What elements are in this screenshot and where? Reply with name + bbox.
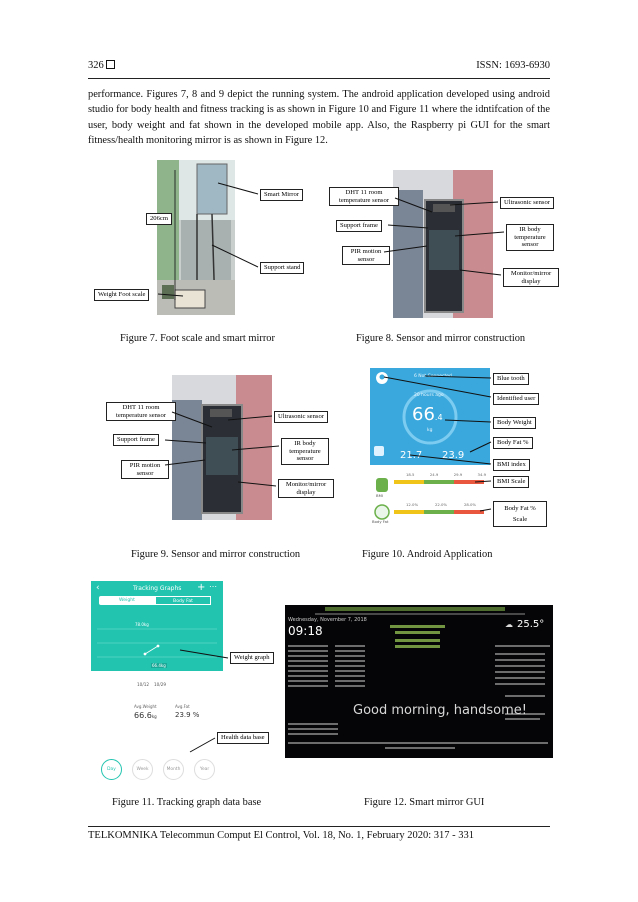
fig8-label-ultrasonic: Ultrasonic sensor <box>500 197 554 209</box>
android-app-screenshot: 6 Not Connected 20 hours ago 66.4 kg 21.… <box>370 368 490 525</box>
fig10-label-bluetooth: Blue tooth <box>493 373 529 385</box>
app-fat-value: 23.9 <box>442 450 465 461</box>
intro-paragraph: performance. Figures 7, 8 and 9 depict t… <box>88 89 550 146</box>
fig10-label-weight: Body Weight <box>493 417 536 429</box>
header-rule <box>88 78 550 79</box>
tracking-title: Tracking Graphs <box>133 585 182 592</box>
mirror-gui-decor <box>288 607 550 749</box>
mirror-temperature: 25.5° <box>517 619 545 630</box>
graph-x-date-2: 10/29 <box>154 682 167 687</box>
fig9-label-ultrasonic: Ultrasonic sensor <box>274 411 328 423</box>
label-support-stand: Support stand <box>260 262 305 274</box>
tab-weight[interactable]: Weight <box>99 596 155 605</box>
fig8-label-support-frame: Support frame <box>336 220 382 232</box>
tab-body-fat[interactable]: Body Fat <box>155 596 211 605</box>
period-week[interactable]: Week <box>132 759 153 780</box>
page-header: 326 ISSN: 1693-6930 <box>88 60 550 71</box>
fig9-label-support-frame: Support frame <box>113 434 159 446</box>
fig8-label-pir: PIR motion sensor <box>342 246 390 266</box>
figure-8-caption: Figure 8. Sensor and mirror construction <box>356 333 526 344</box>
page-footer: TELKOMNIKA Telecommun Comput El Control,… <box>88 830 474 841</box>
figure-11-caption: Figure 11. Tracking graph data base <box>112 797 262 808</box>
add-icon[interactable]: + <box>197 582 206 593</box>
graph-point-label: 66.4kg <box>151 663 167 668</box>
smart-mirror-gui: Wednesday, November 7, 2018 09:18 ☁ 25.5… <box>285 605 553 758</box>
fig9-label-dht: DHT 11 room temperature sensor <box>106 402 176 422</box>
footer-rule <box>88 826 550 827</box>
sensor-mirror-photo <box>393 170 493 318</box>
foot-scale-mirror-photo <box>157 160 235 315</box>
fig10-label-fat: Body Fat % <box>493 437 533 449</box>
graph-x-date-1: 10/12 <box>137 682 150 687</box>
figure-10-caption: Figure 10. Android Application <box>362 549 493 560</box>
label-smart-mirror: Smart Mirror <box>260 189 303 201</box>
figure-8-photo <box>393 170 493 318</box>
more-icon[interactable]: ⋯ <box>209 582 217 591</box>
avg-weight-label: Avg.Weight <box>134 704 157 709</box>
fig9-label-monitor: Monitor/mirror display <box>278 479 334 499</box>
fig9-label-ir: IR body temperature sensor <box>281 438 329 465</box>
fig8-label-dht: DHT 11 room temperature sensor <box>329 187 399 207</box>
app-time-ago: 20 hours ago <box>414 393 444 398</box>
label-weight-foot-scale: Weight Foot scale <box>94 289 150 301</box>
fig8-label-monitor: Monitor/mirror display <box>503 268 559 288</box>
app-bmi-label: BMI <box>376 493 384 498</box>
fig9-label-pir: PIR motion sensor <box>121 460 169 480</box>
app-weight: 66.4 <box>412 404 443 425</box>
avg-fat-value: 23.9 % <box>175 711 200 719</box>
square-glyph-icon <box>106 60 116 69</box>
app-fat-label: Body Fat <box>372 519 389 524</box>
fig10-label-fat-scale: Body Fat % Scale <box>493 501 547 527</box>
fig10-label-bmi-scale: BMI Scale <box>493 476 530 488</box>
avg-weight-value: 66.6kg <box>134 711 157 720</box>
avg-fat-label: Avg.Fat <box>175 704 190 709</box>
tracking-graphs-screenshot: ‹ Tracking Graphs + ⋯ Weight Body Fat 78… <box>91 581 223 788</box>
weather-cloud-icon: ☁ <box>505 620 513 629</box>
period-year[interactable]: Year <box>194 759 215 780</box>
mirror-greeting: Good morning, handsome! <box>353 703 528 718</box>
fig10-label-user: Identified user <box>493 393 540 405</box>
app-fat-ticks: 12.0%22.0%28.0% <box>406 502 476 507</box>
app-weight-unit: kg <box>427 428 433 433</box>
app-status: 6 Not Connected <box>414 374 452 379</box>
graph-y-label: 78.0kg <box>135 622 149 627</box>
issn: ISSN: 1693-6930 <box>476 60 550 71</box>
page-number: 326 <box>88 60 116 71</box>
figure-9-caption: Figure 9. Sensor and mirror construction <box>131 549 301 560</box>
fig11-label-health-db: Health data base <box>217 732 269 744</box>
fig10-label-bmi-index: BMI index <box>493 459 530 471</box>
mirror-date: Wednesday, November 7, 2018 <box>288 617 367 623</box>
mirror-time: 09:18 <box>288 624 323 638</box>
figure-9-photo <box>172 375 272 520</box>
back-icon[interactable]: ‹ <box>96 583 100 593</box>
fig11-label-weight-graph: Weight graph <box>230 652 274 664</box>
figure-7-photo <box>157 160 235 315</box>
label-height: 206cm <box>146 213 172 225</box>
fig8-label-ir: IR body temperature sensor <box>506 224 554 251</box>
period-month[interactable]: Month <box>163 759 184 780</box>
figure-12-caption: Figure 12. Smart mirror GUI <box>364 797 485 808</box>
period-day[interactable]: Day <box>101 759 122 780</box>
app-bmi-value: 21.7 <box>400 450 423 461</box>
figure-7-caption: Figure 7. Foot scale and smart mirror <box>120 333 275 344</box>
sensor-mirror-photo-2 <box>172 375 272 520</box>
